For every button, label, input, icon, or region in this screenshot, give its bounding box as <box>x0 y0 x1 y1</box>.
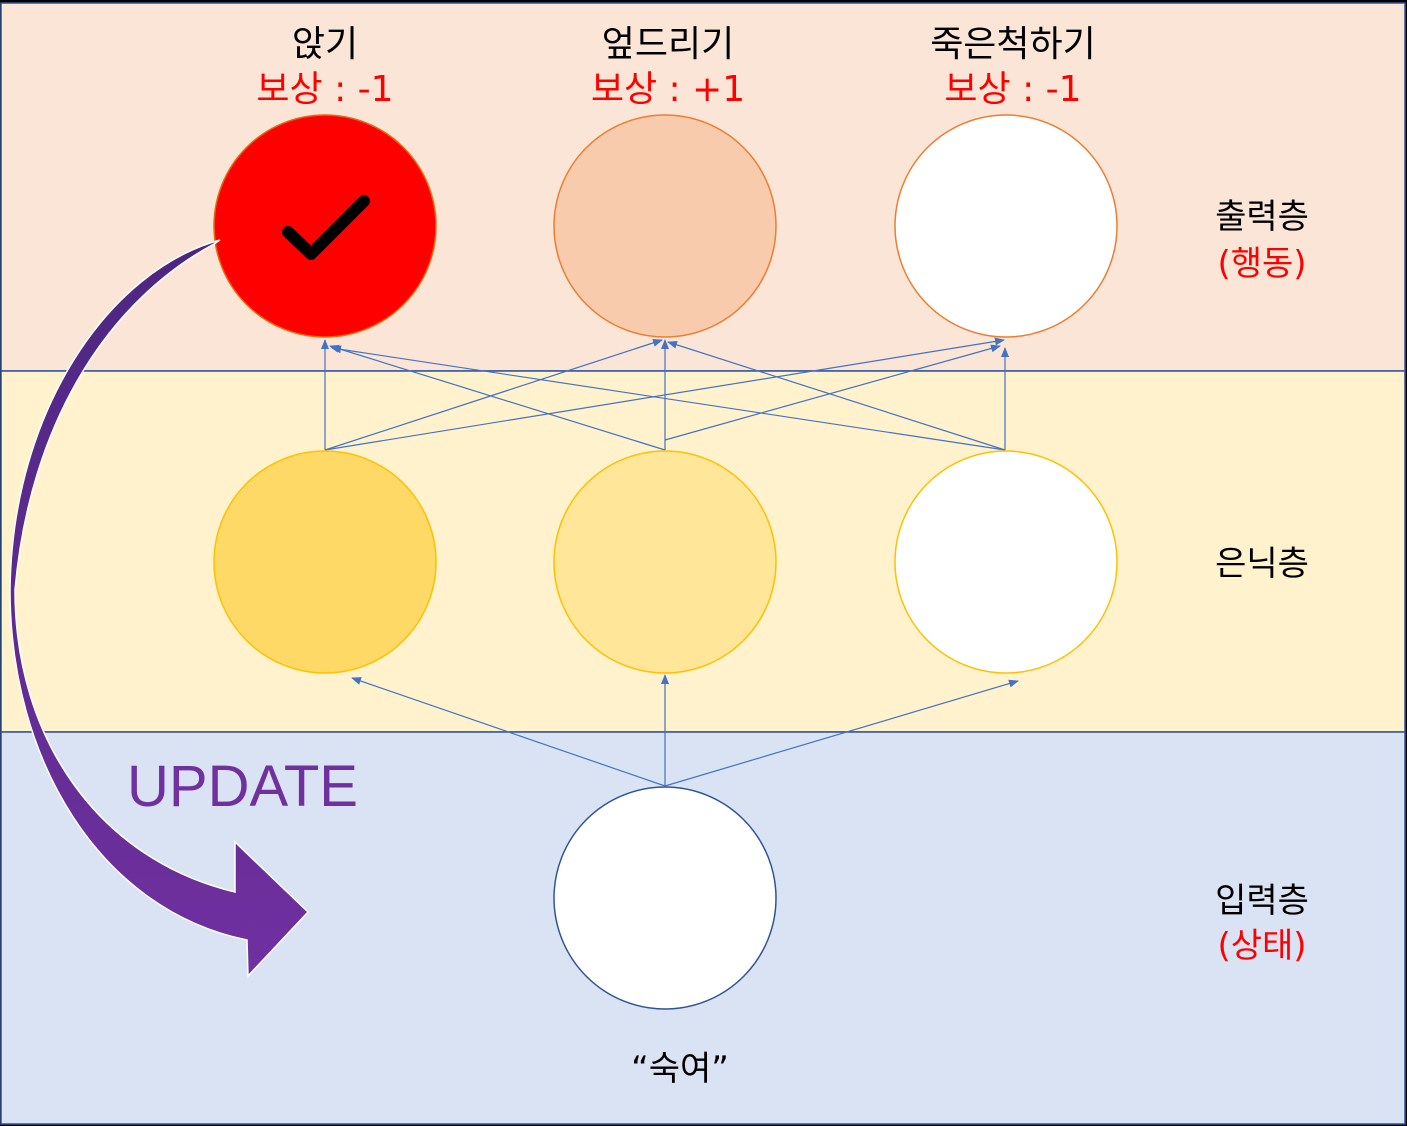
action-name-sit: 앉기 <box>292 24 358 65</box>
curved-arrow-icon <box>9 239 310 978</box>
action-reward-sit: 보상 : -1 <box>256 69 393 110</box>
input-to-hidden-connections <box>351 674 1019 787</box>
connection-h3-o2 <box>667 340 1006 451</box>
input-layer-sublabel: (상태) <box>1217 926 1306 966</box>
hidden-node-1 <box>213 450 437 674</box>
connection-i-h1 <box>351 677 666 787</box>
action-reward-play-dead: 보상 : -1 <box>944 69 1081 110</box>
output-node-sit <box>213 114 437 338</box>
connection-h3-o1 <box>331 345 1006 451</box>
checkmark-icon <box>282 195 370 260</box>
hidden-node-3 <box>894 450 1118 674</box>
update-label: UPDATE <box>127 754 358 819</box>
hidden-to-output-connections <box>321 337 1009 451</box>
action-reward-lie-down: 보상 : +1 <box>591 69 745 110</box>
hidden-layer-label: 은닉층 <box>1215 544 1309 584</box>
connection-h2-o3 <box>664 344 1001 441</box>
connection-i-h3 <box>664 679 1019 787</box>
output-node-lie-down <box>553 114 777 338</box>
input-layer-label: 입력층 <box>1215 881 1309 921</box>
input-node-label: “숙여” <box>631 1049 729 1089</box>
output-node-play-dead <box>894 114 1118 338</box>
connection-h2-o1 <box>329 344 666 451</box>
output-layer-label: 출력층 <box>1215 197 1309 237</box>
hidden-node-2 <box>553 450 777 674</box>
action-name-play-dead: 죽은척하기 <box>930 24 1096 65</box>
output-layer-sublabel: (행동) <box>1217 244 1306 284</box>
connection-h1-o2 <box>324 338 663 451</box>
action-name-lie-down: 엎드리기 <box>602 24 734 65</box>
input-node <box>553 786 777 1010</box>
